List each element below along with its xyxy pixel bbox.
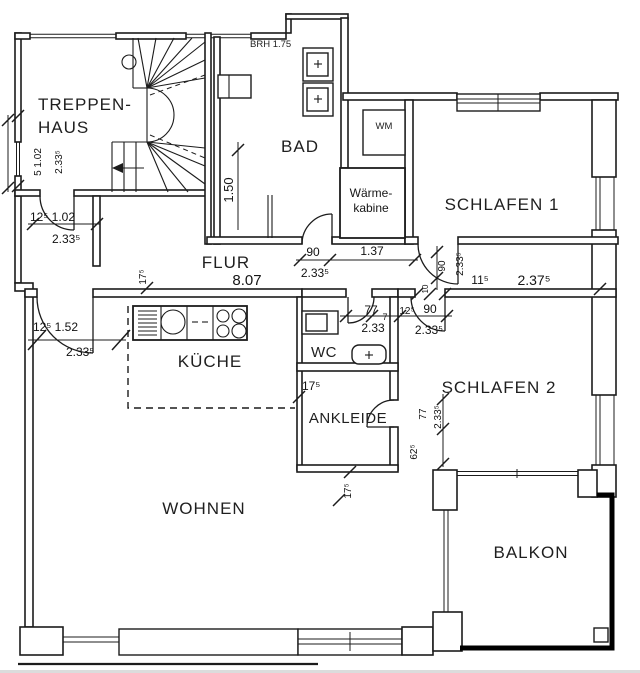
room-label-treppenhaus-1: TREPPEN- — [38, 95, 132, 114]
room-label-bad: BAD — [281, 137, 319, 156]
balcony-parapet — [460, 492, 615, 651]
room-label-ankleide: ANKLEIDE — [309, 410, 387, 427]
dim-th-door-h: 2.33⁵ — [52, 232, 80, 246]
dim-ankleide-door: 77 — [418, 408, 429, 420]
dim-flur-wall: 17⁵ — [138, 269, 149, 284]
dim-bad-door: 90 — [306, 245, 320, 259]
dim-ankleide-wall-bottom: 17⁵ — [343, 483, 354, 498]
dim-bad-seg: 1.37 — [360, 244, 384, 258]
dim-s1-small: 10 — [421, 284, 430, 293]
bath-cabinet-icon — [217, 74, 252, 99]
bath-fixtures — [217, 47, 334, 238]
balcony-drain-icon — [593, 627, 609, 643]
wc-fixtures — [301, 310, 387, 365]
room-label-treppenhaus-2: HAUS — [38, 118, 89, 137]
door-ankleide — [366, 399, 395, 428]
dim-entry-door-h: 2.33⁵ — [66, 345, 94, 359]
room-label-schlafen1: SCHLAFEN 1 — [445, 195, 560, 214]
staircase — [111, 37, 206, 193]
door-schlafen1 — [417, 243, 459, 285]
dim-s1-door-h: 2.33⁵ — [455, 252, 466, 276]
sink-icon — [160, 309, 186, 335]
newel-post-icon — [121, 54, 137, 70]
door-wc — [347, 296, 375, 324]
dim-wc-door-h: 2.33 — [361, 321, 385, 335]
dim-left-door-h: 2.33⁵ — [54, 150, 65, 174]
room-area-flur: 8.07 — [232, 272, 261, 289]
kitchen-counter — [132, 305, 248, 341]
dim-wc-door: 77 — [364, 303, 378, 317]
dim-bad-width: 1.50 — [221, 177, 236, 202]
room-label-balkon: BALKON — [494, 543, 569, 562]
dim-entry-door: 12⁵ 1.52 — [33, 320, 78, 334]
walls — [14, 13, 619, 666]
dim-s2-door: 90 — [423, 302, 437, 316]
doors — [36, 195, 459, 428]
dimension-labels: 5 1.02 2.33⁵ 12⁵ 1.02 2.33⁵ 12⁵ 1.52 2.3… — [30, 148, 551, 499]
room-label-waermekabine-1: Wärme- — [350, 186, 393, 200]
stove-icon — [216, 308, 247, 339]
screen-edge — [0, 670, 640, 673]
room-label-wc: WC — [311, 344, 337, 361]
kitchen-zone-dashed-line — [127, 306, 295, 409]
wm-closet — [362, 109, 406, 156]
room-label-kueche: KÜCHE — [178, 352, 243, 371]
dim-s2-jamb: 12⁵ — [399, 306, 414, 317]
door-bad — [301, 213, 333, 245]
dim-ankleide-door-h: 2.33⁵ — [433, 405, 444, 429]
room-label-wohnen: WOHNEN — [162, 499, 245, 518]
door-entry — [36, 296, 94, 354]
waermekabine-box — [339, 167, 406, 239]
dim-bad-door-h: 2.33⁵ — [301, 266, 329, 280]
door-schlafen2 — [410, 296, 446, 332]
dim-ankleide-wall: 17⁵ — [302, 379, 320, 393]
dim-wc-jamb: 7 — [382, 312, 387, 322]
dim-ankleide-seg: 62⁵ — [409, 444, 420, 459]
room-label-waermekabine-2: kabine — [353, 201, 389, 215]
annotation-brh: BRH 1.75 — [250, 39, 291, 50]
room-labels: TREPPEN- HAUS BAD SCHLAFEN 1 Wärme- kabi… — [38, 39, 569, 562]
dim-s1-wall: 2.37⁵ — [517, 272, 550, 288]
balcony-structure — [443, 492, 615, 651]
room-label-wm: WM — [376, 121, 393, 132]
dim-th-door: 12⁵ 1.02 — [30, 210, 75, 224]
dim-s2-door-h: 2.33⁵ — [415, 323, 443, 337]
room-label-flur: FLUR — [202, 253, 250, 272]
dim-s1-door: 90 — [437, 260, 448, 272]
dim-left-door: 5 1.02 — [33, 148, 44, 176]
dim-s1-jamb: 11⁵ — [471, 273, 488, 287]
dimension-marks — [1, 109, 608, 507]
room-label-schlafen2: SCHLAFEN 2 — [442, 378, 557, 397]
dishrack-icon — [138, 310, 157, 336]
stair-direction-arrow-icon — [112, 163, 123, 173]
